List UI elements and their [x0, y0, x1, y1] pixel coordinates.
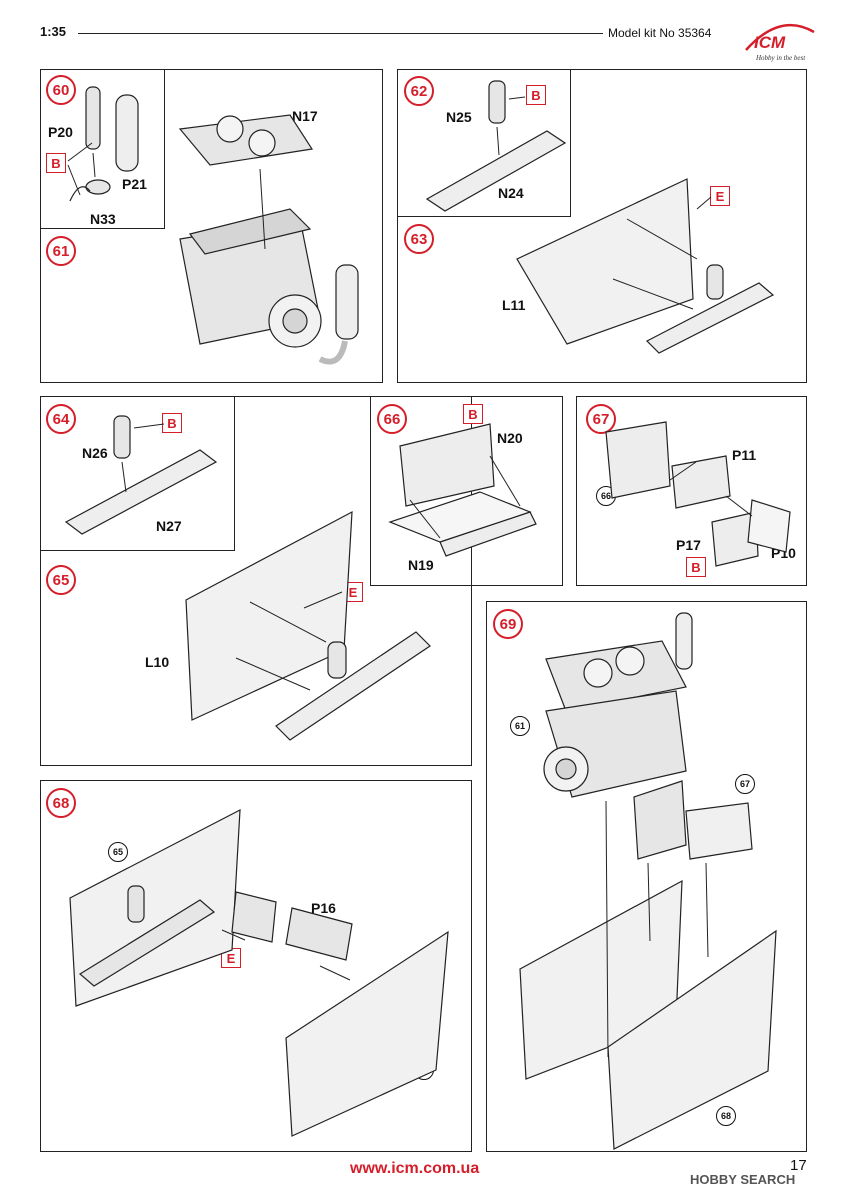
drawing-step-60-61: [67, 86, 359, 365]
panel-step-60: [40, 69, 165, 229]
scale-label: 1:35: [40, 24, 67, 39]
part-label-n19: N19: [408, 557, 434, 573]
watermark: HOBBY SEARCH: [690, 1172, 796, 1187]
panel-step-63: [397, 69, 807, 383]
step-66-badge: 66: [377, 404, 407, 434]
panel-step-69: [486, 601, 807, 1152]
part-label-n33: N33: [90, 211, 116, 227]
step-61-badge: 61: [46, 236, 76, 266]
ref-step-68: 68: [716, 1106, 736, 1126]
part-label-p16: P16: [311, 900, 336, 916]
color-code-b-60: B: [46, 153, 66, 173]
part-label-l11: L11: [502, 297, 526, 313]
color-code-e-63: E: [710, 186, 730, 206]
part-label-l10: L10: [145, 654, 170, 670]
part-label-p17: P17: [676, 537, 701, 553]
panel-step-62: [397, 69, 571, 217]
color-code-e-68: E: [221, 948, 241, 968]
footer-url[interactable]: www.icm.com.ua: [350, 1160, 480, 1177]
part-label-p20: P20: [48, 124, 73, 140]
icm-logo: ICM Hobby in the best: [740, 18, 818, 64]
part-label-n20: N20: [497, 430, 523, 446]
step-62-badge: 62: [404, 76, 434, 106]
kit-number: Model kit No 35364: [608, 26, 712, 40]
panel-step-68: [40, 780, 472, 1152]
part-label-n24: N24: [498, 185, 524, 201]
ref-step-67: 67: [735, 774, 755, 794]
drawing-step-69: [519, 612, 777, 1150]
drawing-step-64-65: [64, 415, 431, 741]
step-64-badge: 64: [46, 404, 76, 434]
drawing-step-68: [69, 808, 449, 1137]
part-label-p11: P11: [732, 447, 757, 463]
drawing-step-62-63: [425, 80, 775, 354]
panel-step-64: [40, 396, 235, 551]
color-code-b-67: B: [686, 557, 706, 577]
step-69-badge: 69: [493, 609, 523, 639]
step-67-badge: 67: [586, 404, 616, 434]
step-65-badge: 65: [46, 565, 76, 595]
panel-step-67: [576, 396, 807, 586]
part-label-n27: N27: [156, 518, 182, 534]
ref-step-65: 65: [108, 842, 128, 862]
panel-step-66: [370, 396, 563, 586]
logo-text: ICM: [754, 33, 786, 52]
color-code-b-62: B: [526, 85, 546, 105]
logo-tagline: Hobby in the best: [755, 54, 806, 62]
page-number: 17: [790, 1157, 807, 1174]
step-68-badge: 68: [46, 788, 76, 818]
part-label-n25: N25: [446, 109, 472, 125]
header-rule: [78, 33, 603, 34]
drawing-step-67: [605, 421, 791, 567]
color-code-b-64: B: [162, 413, 182, 433]
step-60-badge: 60: [46, 75, 76, 105]
part-label-n26: N26: [82, 445, 108, 461]
drawing-step-66: [388, 423, 537, 557]
panel-step-65: [40, 396, 472, 766]
color-code-b-66: B: [463, 404, 483, 424]
part-label-n17: N17: [292, 108, 318, 124]
ref-step-61: 61: [510, 716, 530, 736]
step-63-badge: 63: [404, 224, 434, 254]
part-label-p21: P21: [122, 176, 147, 192]
